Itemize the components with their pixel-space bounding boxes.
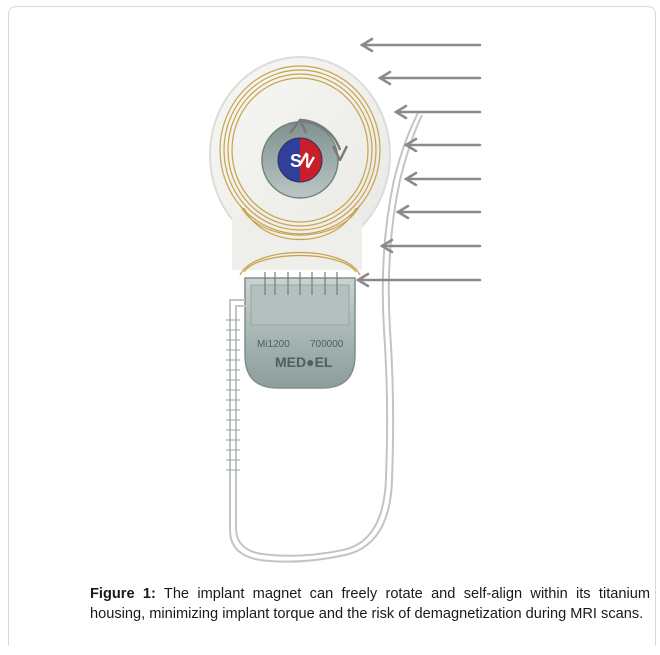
field-arrow-icon [398,206,480,218]
field-arrow-icon [380,72,480,84]
field-arrow-icon [382,240,480,252]
caption-label: Figure 1: [90,586,156,602]
ground-electrode-coil [226,320,240,470]
device-serial: 700000 [310,339,344,350]
implant-figure: S N Mi1200 700000 MED●EL [0,0,660,580]
field-arrow-icon [362,39,480,51]
field-arrow-icon [396,106,480,118]
titanium-housing: Mi1200 700000 MED●EL [245,272,355,388]
field-arrow-icon [406,139,480,151]
field-arrow-icon [358,274,480,286]
magnet: S N [278,138,322,182]
field-arrow-icon [406,173,480,185]
device-brand: MED●EL [275,354,333,370]
figure-caption: Figure 1: The implant magnet can freely … [90,584,650,624]
caption-text: The implant magnet can freely rotate and… [90,586,650,622]
device-model-code: Mi1200 [257,339,290,350]
